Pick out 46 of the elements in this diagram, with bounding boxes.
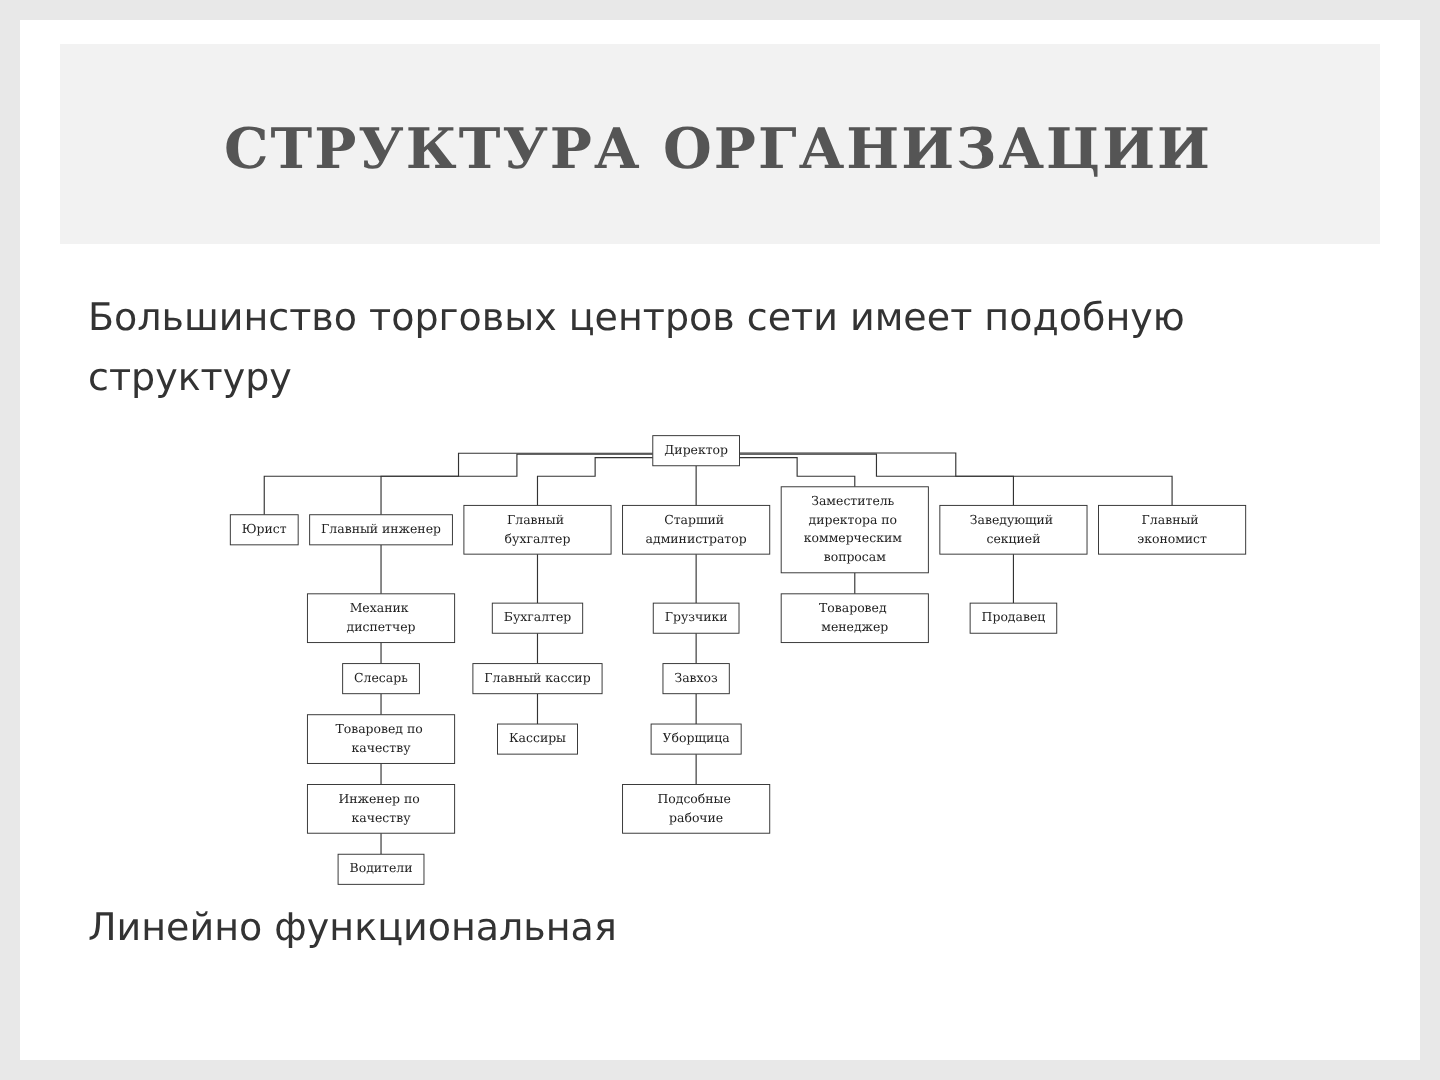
node-box (309, 514, 453, 546)
connector (695, 632, 697, 665)
node-box (780, 486, 929, 574)
connector (854, 572, 856, 595)
node-box (652, 435, 740, 467)
node-box (491, 602, 584, 634)
connector (695, 465, 697, 506)
node-box (337, 853, 425, 885)
node-box (652, 602, 740, 634)
connector (380, 762, 382, 786)
connector (536, 693, 539, 725)
connector (380, 642, 382, 665)
node-box (306, 593, 456, 644)
node-box (306, 714, 456, 764)
slide-title: СТРУКТУРА ОРГАНИЗАЦИИ (60, 44, 1380, 244)
connector (380, 832, 382, 855)
connector (695, 693, 697, 725)
body-text: Большинство торговых центров сети имеет подобную структуру (88, 294, 1187, 404)
node-box (472, 663, 603, 695)
node-box (780, 593, 929, 644)
caption-text: Линейно функциональная (88, 906, 617, 950)
node-box (463, 504, 612, 555)
connector (380, 693, 382, 716)
connector (536, 457, 654, 506)
connector (738, 457, 856, 488)
node-box (342, 663, 420, 695)
connector (738, 452, 1173, 506)
node-box (622, 504, 771, 555)
node-box (622, 784, 771, 834)
connector (738, 453, 1014, 506)
connector (380, 544, 382, 595)
connector (263, 452, 654, 516)
node-box (969, 602, 1058, 634)
connector (1012, 553, 1014, 604)
connector (536, 632, 539, 665)
connector (695, 553, 697, 604)
node-box (497, 723, 578, 755)
node-box (1098, 504, 1247, 555)
node-box (662, 663, 730, 695)
node-box (229, 514, 299, 546)
node-box (306, 784, 456, 834)
node-box (650, 723, 742, 755)
node-box (939, 504, 1088, 555)
connector (536, 553, 539, 604)
connector (380, 453, 654, 516)
connector (695, 753, 697, 786)
